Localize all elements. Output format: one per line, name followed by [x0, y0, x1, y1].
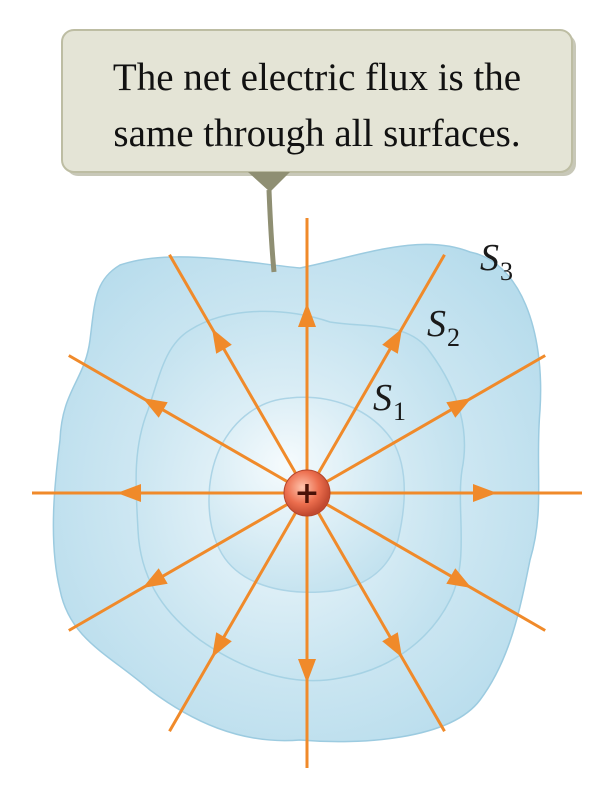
label-s2-letter: S — [427, 303, 446, 345]
field-arrowhead-7 — [117, 484, 141, 502]
field-arrowhead-2 — [446, 568, 472, 588]
field-line-3 — [305, 492, 446, 732]
label-s3-subscript: 3 — [500, 257, 513, 286]
callout-pointer — [248, 172, 290, 192]
field-line-6 — [68, 491, 308, 632]
field-arrowhead-5 — [212, 632, 232, 658]
field-line-8 — [68, 354, 308, 495]
label-s2-subscript: 2 — [447, 323, 460, 352]
field-line-9 — [168, 254, 309, 494]
field-arrowhead-12 — [446, 398, 472, 418]
label-s2: S 2 — [427, 303, 460, 352]
point-charge: + — [283, 469, 331, 517]
label-s3: S 3 — [480, 237, 513, 286]
label-s3-letter: S — [480, 237, 499, 279]
field-lines — [32, 218, 582, 768]
field-line-2 — [306, 491, 546, 632]
field-arrowhead-11 — [382, 328, 402, 354]
callout-box — [61, 29, 573, 173]
field-arrowhead-1 — [473, 484, 497, 502]
callout-line-2: same through all surfaces. — [113, 112, 520, 155]
field-arrowhead-9 — [212, 328, 232, 354]
field-arrowhead-6 — [142, 568, 168, 588]
callout-line-1: The net electric flux is the — [113, 56, 521, 99]
field-arrowhead-8 — [142, 398, 168, 418]
field-line-11 — [305, 254, 446, 494]
field-arrowhead-4 — [298, 659, 316, 683]
callout-leader-line — [266, 189, 277, 273]
label-s1: S 1 — [373, 377, 406, 426]
field-arrowhead-3 — [382, 632, 402, 658]
callout: The net electric flux is the same throug… — [61, 29, 576, 273]
charge-plus-sign: + — [294, 476, 319, 511]
field-line-12 — [306, 354, 546, 495]
label-s1-subscript: 1 — [393, 397, 406, 426]
label-s1-letter: S — [373, 377, 392, 419]
field-arrowhead-10 — [298, 303, 316, 327]
field-line-5 — [168, 492, 309, 732]
